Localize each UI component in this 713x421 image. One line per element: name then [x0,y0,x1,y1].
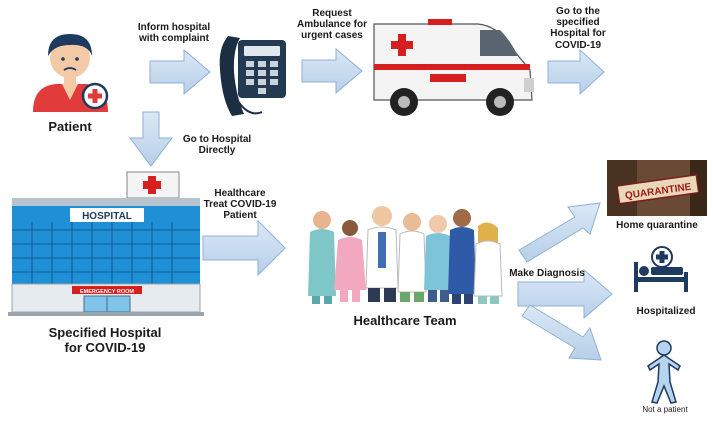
team-member [424,215,452,302]
specified-hospital-label: Specified Hospital for COVID-19 [48,325,162,355]
telephone-icon [219,36,286,116]
patient-label: Patient [48,119,92,134]
team-member [448,209,476,304]
go-to-hospital-directly-label: Go to Hospital Directly [182,134,252,157]
not-a-patient-label: Not a patient [642,405,688,414]
healthcare-team-label: Healthcare Team [353,313,457,328]
emergency-room-sign-text: EMERGENCY ROOM [80,289,134,295]
arrow-to-home-quarantine [518,202,601,263]
team-member [397,213,427,302]
inform-hospital-label: Inform hospital with complaint [137,22,211,45]
team-member [365,206,399,302]
arrow-to-not-patient [521,304,602,361]
go-to-specified-hospital-label: Go to the specified Hospital for COVID-1… [550,6,606,51]
quarantine-sign-image [607,160,707,216]
hospitalized-label: Hospitalized [636,306,696,317]
arrow-patient-down [129,111,173,167]
ambulance-icon [373,19,534,116]
team-member [334,220,366,302]
person-outline-icon [647,340,681,404]
hospital-sign-text: HOSPITAL [82,211,132,222]
hospital-building [8,171,204,316]
arrow-ambulance-out [547,48,605,96]
team-member [473,222,503,304]
arrow-hospital-to-team [202,219,286,277]
hospital-bed-icon [634,246,688,292]
patient-icon [33,34,109,112]
team-member [308,211,336,304]
request-ambulance-label: Request Ambulance for urgent cases [296,8,367,42]
home-quarantine-label: Home quarantine [616,220,698,231]
arrow-patient-to-phone [149,48,211,96]
healthcare-treat-label: Healthcare Treat COVID-19 Patient [203,188,277,222]
arrow-phone-to-ambulance [301,47,363,95]
healthcare-team-illustration [308,206,503,304]
make-diagnosis-label: Make Diagnosis [509,268,585,279]
